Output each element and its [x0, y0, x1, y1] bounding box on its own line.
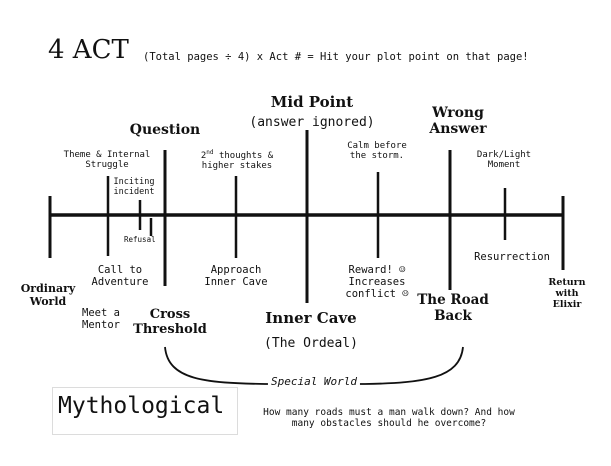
second-thoughts-ordinal: nd [206, 149, 214, 156]
wrong-answer-heading: Wrong Answer [429, 105, 487, 138]
meet-mentor-label: Meet a Mentor [82, 307, 120, 332]
formula: (Total pages ÷ 4) x Act # = Hit your plo… [143, 51, 529, 63]
answer-ignored-note: (answer ignored) [249, 115, 375, 130]
second-thoughts-text: thoughts & higher stakes [201, 151, 274, 172]
inner-cave-label: Inner Cave [265, 309, 357, 327]
inciting-label: Inciting incident [113, 177, 155, 197]
dark-light-label: Dark/Light Moment [476, 150, 532, 171]
ordinary-world-label: Ordinary World [20, 282, 76, 308]
second-thoughts-label: 2nd thoughts & higher stakes [200, 149, 274, 172]
mythological-box [52, 387, 238, 435]
mythological-title: Mythological [58, 393, 225, 419]
question-heading: Question [129, 122, 201, 138]
mid-point-heading: Mid Point [270, 93, 354, 111]
special-world-label: Special World [267, 375, 361, 389]
refusal-label: Refusal [124, 235, 156, 244]
ordeal-label: (The Ordeal) [264, 336, 358, 351]
theme-label: Theme & Internal Struggle [63, 150, 151, 171]
second-thoughts-number: 2 [200, 151, 207, 161]
calm-label: Calm before the storm. [347, 141, 407, 162]
resurrection-label: Resurrection [474, 251, 550, 263]
approach-label: Approach Inner Cave [204, 264, 268, 289]
mythological-question: How many roads must a man walk down? And… [263, 407, 515, 429]
title: 4 ACT [48, 35, 129, 65]
call-to-adventure-label: Call to Adventure [91, 264, 149, 289]
cross-threshold-label: Cross Threshold [133, 307, 207, 337]
return-elixir-label: Return with Elixir [548, 277, 586, 310]
road-back-label: The Road Back [417, 292, 489, 324]
reward-label: Reward! ☺ Increases conflict ☹ [345, 264, 409, 301]
